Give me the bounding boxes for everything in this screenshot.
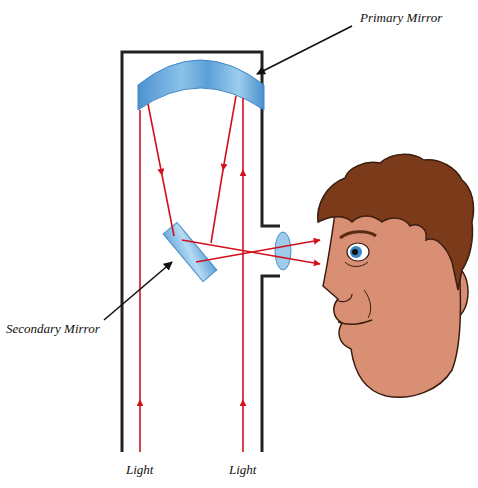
light-rays: [140, 96, 320, 452]
eyepiece-lens: [275, 232, 291, 270]
observer-head: [318, 154, 474, 397]
light-label: Light: [126, 462, 153, 478]
part-name: Primary Mirror: [360, 10, 442, 26]
leader-line: [257, 26, 352, 74]
part-name: Secondary Mirror: [6, 321, 100, 337]
leader-line: [104, 262, 172, 320]
secondary-mirror: [163, 222, 217, 281]
light-label: Light: [229, 462, 256, 478]
primary-mirror: [138, 60, 264, 110]
